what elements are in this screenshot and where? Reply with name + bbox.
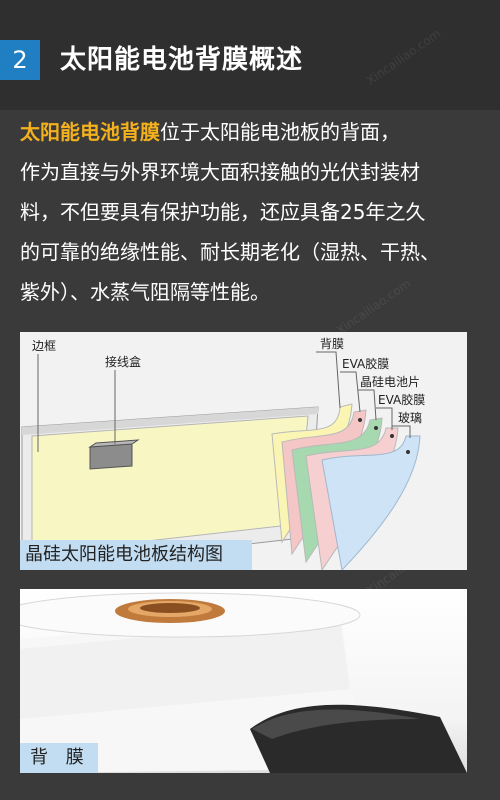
backsheet-photo-svg <box>20 592 467 773</box>
black-sheet-highlight <box>252 709 420 739</box>
label-glass: 玻璃 <box>398 411 422 425</box>
intro-line: 的可靠的绝缘性能、耐长期老化（湿热、干热、 <box>20 240 440 264</box>
intro-line: 料，不但要具有保护功能，还应具备25年之久 <box>20 200 426 224</box>
eva-dot-2 <box>390 434 394 438</box>
glass-leader <box>392 425 411 438</box>
solar-panel-structure-diagram: 边框 接线盒 背膜 EVA胶膜 晶硅电池片 EVA胶膜 玻璃 <box>20 332 467 570</box>
eva-top-leader <box>340 371 361 413</box>
roll-core-hole <box>140 603 200 613</box>
structure-diagram-svg: 边框 接线盒 背膜 EVA胶膜 晶硅电池片 EVA胶膜 玻璃 <box>21 337 425 570</box>
intro-line: 作为直接与外界环境大面积接触的光伏封装材 <box>20 160 420 184</box>
roll-shading <box>20 619 350 719</box>
photo-caption: 背 膜 <box>20 743 98 773</box>
glass-dot <box>406 450 410 454</box>
intro-line-text: 位于太阳能电池板的背面， <box>160 120 400 144</box>
header-bar: 2 太阳能电池背膜概述 <box>0 0 500 110</box>
layer-glass <box>321 435 421 570</box>
label-junction-box: 接线盒 <box>105 354 141 369</box>
section-number-badge: 2 <box>0 40 40 80</box>
intro-line: 紫外）、水蒸气阻隔等性能。 <box>20 280 270 304</box>
label-eva-top: EVA胶膜 <box>342 356 389 371</box>
intro-line: 太阳能电池背膜位于太阳能电池板的背面， <box>20 112 490 152</box>
eva-dot <box>374 426 378 430</box>
cell-dot <box>358 418 362 422</box>
backsheet-photo <box>20 589 467 773</box>
backsheet-leader <box>316 351 341 409</box>
panel-frame-edge <box>22 407 318 435</box>
label-backsheet: 背膜 <box>320 337 344 351</box>
junction-box <box>89 443 133 470</box>
cell-leader <box>358 389 377 421</box>
label-cell: 晶硅电池片 <box>360 375 420 389</box>
highlight-term: 太阳能电池背膜 <box>20 120 160 144</box>
page-title: 太阳能电池背膜概述 <box>60 45 304 75</box>
eva-bottom-leader <box>376 407 393 430</box>
junction-box-top <box>88 439 140 448</box>
intro-paragraph: 太阳能电池背膜位于太阳能电池板的背面， 作为直接与外界环境大面积接触的光伏封装材… <box>20 112 490 312</box>
label-frame: 边框 <box>32 339 56 353</box>
diagram-caption: 晶硅太阳能电池板结构图 <box>20 540 252 570</box>
label-eva-bottom: EVA胶膜 <box>378 392 425 407</box>
leader-lines <box>37 351 411 452</box>
